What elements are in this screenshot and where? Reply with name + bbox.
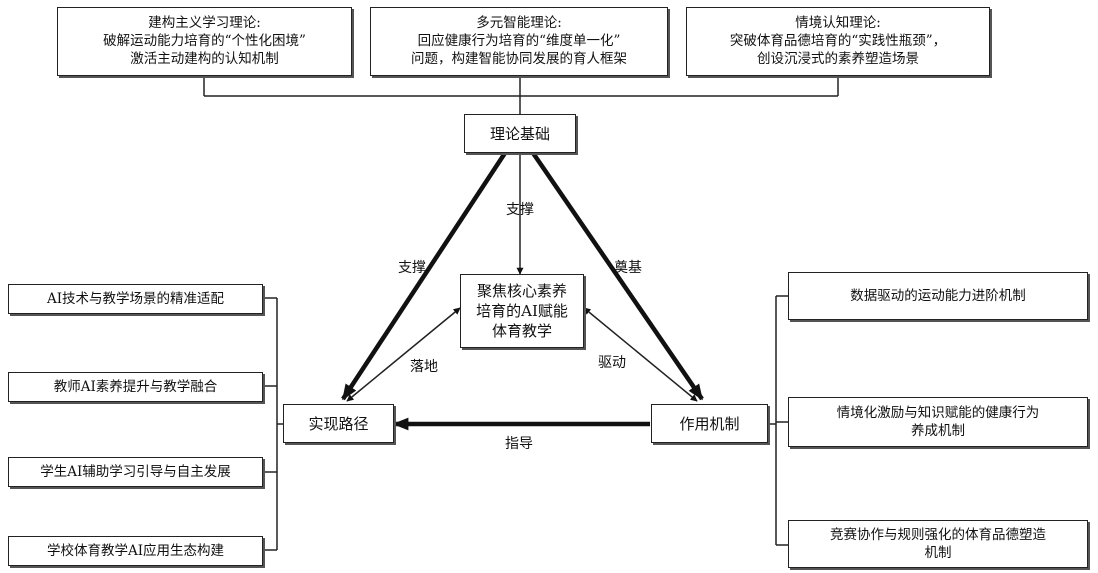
theory-box-situated-cognition: 情境认知理论: 突破体育品德培育的“实践性瓶颈”， 创设沉浸式的素养塑造场景 bbox=[686, 7, 990, 76]
mechanism-item: 情境化激励与知识赋能的健康行为 养成机制 bbox=[788, 397, 1088, 447]
foundation-label: 理论基础 bbox=[489, 124, 550, 143]
path-node-label: 实现路径 bbox=[308, 414, 369, 433]
mechanism-item-label: 机制 bbox=[924, 545, 952, 561]
theory-line: 回应健康行为培育的“维度单一化” bbox=[417, 33, 621, 49]
theory-title: 情境认知理论: bbox=[795, 15, 881, 31]
path-item: 学生AI辅助学习引导与自主发展 bbox=[8, 457, 263, 487]
mechanism-item: 数据驱动的运动能力进阶机制 bbox=[788, 272, 1088, 320]
mechanism-item-label: 养成机制 bbox=[911, 423, 965, 439]
guide-label: 指导 bbox=[505, 436, 533, 452]
mechanism-item-label: 数据驱动的运动能力进阶机制 bbox=[850, 288, 1026, 304]
land-label: 落地 bbox=[410, 359, 438, 375]
path-item-label: 学校体育教学AI应用生态构建 bbox=[46, 543, 225, 559]
theory-bracket bbox=[203, 76, 839, 114]
support-left-label: 支撑 bbox=[398, 260, 426, 276]
center-line: 聚焦核心素养 bbox=[476, 282, 567, 300]
theory-title: 建构主义学习理论: bbox=[148, 15, 261, 31]
theory-box-multiple-intelligences: 多元智能理论: 回应健康行为培育的“维度单一化” 问题，构建智能协同发展的育人框… bbox=[370, 7, 668, 76]
path-bracket bbox=[263, 297, 283, 551]
mechanism-node-label: 作用机制 bbox=[679, 414, 740, 433]
theory-box-constructivism: 建构主义学习理论: 破解运动能力培育的“个性化困境” 激活主动建构的认知机制 bbox=[57, 7, 352, 76]
theory-line: 创设沉浸式的素养塑造场景 bbox=[757, 51, 919, 67]
path-item-label: 教师AI素养提升与教学融合 bbox=[53, 379, 218, 395]
mechanism-node: 作用机制 bbox=[651, 404, 768, 443]
mechanism-item: 竞赛协作与规则强化的体育品德塑造 机制 bbox=[788, 520, 1088, 568]
path-item: 学校体育教学AI应用生态构建 bbox=[8, 536, 263, 566]
land-arrow bbox=[346, 307, 461, 402]
mechanism-item-label: 竞赛协作与规则强化的体育品德塑造 bbox=[830, 527, 1046, 543]
theory-line: 突破体育品德培育的“实践性瓶颈”， bbox=[729, 33, 947, 49]
center-line: 体育教学 bbox=[491, 322, 552, 340]
path-item-label: 学生AI辅助学习引导与自主发展 bbox=[40, 464, 231, 480]
path-item: AI技术与教学场景的精准适配 bbox=[8, 284, 263, 314]
theory-line: 问题，构建智能协同发展的育人框架 bbox=[411, 51, 627, 67]
theory-title: 多元智能理论: bbox=[476, 15, 562, 31]
drive-label: 驱动 bbox=[598, 355, 626, 371]
theory-line: 激活主动建构的认知机制 bbox=[130, 51, 279, 67]
drive-arrow bbox=[583, 307, 698, 402]
mechanism-bracket bbox=[768, 295, 788, 546]
mechanism-item-label: 情境化激励与知识赋能的健康行为 bbox=[836, 405, 1040, 421]
foundation-right-label: 奠基 bbox=[614, 260, 642, 276]
center-node: 聚焦核心素养 培育的AI赋能 体育教学 bbox=[460, 274, 584, 348]
path-item-label: AI技术与教学场景的精准适配 bbox=[46, 291, 225, 307]
foundation-node: 理论基础 bbox=[464, 114, 576, 153]
support-center-label: 支撑 bbox=[506, 202, 534, 218]
path-item: 教师AI素养提升与教学融合 bbox=[8, 372, 263, 402]
path-node: 实现路径 bbox=[283, 404, 394, 443]
center-line: 培育的AI赋能 bbox=[476, 302, 568, 320]
theory-line: 破解运动能力培育的“个性化困境” bbox=[103, 33, 306, 49]
